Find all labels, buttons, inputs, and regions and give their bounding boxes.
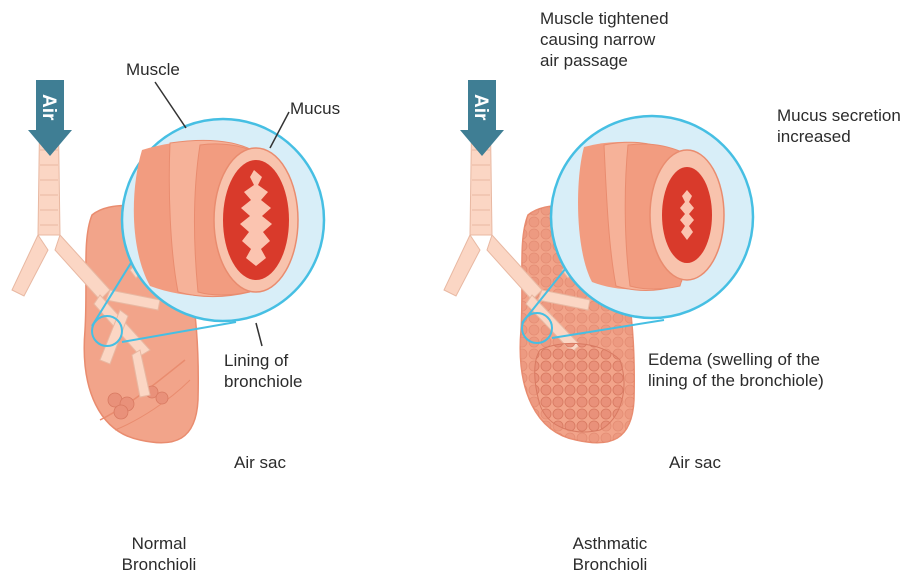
- asthmatic-magnifier: [551, 116, 753, 318]
- asthmatic-air-arrow: Air: [460, 80, 504, 156]
- svg-text:Air: Air: [38, 94, 59, 121]
- normal-mucus-label: Mucus: [290, 98, 340, 119]
- normal-muscle-label: Muscle: [126, 59, 180, 80]
- normal-air-arrow: Air: [28, 80, 72, 156]
- asthmatic-air-sac-label: Air sac: [669, 452, 721, 473]
- normal-air-sac-label: Air sac: [234, 452, 286, 473]
- normal-caption: Normal Bronchioli: [104, 533, 214, 575]
- normal-magnifier: [122, 119, 324, 321]
- asthmatic-bronchiole-cross-section: [578, 142, 724, 291]
- asthmatic-muscle-label: Muscle tightened causing narrow air pass…: [540, 8, 669, 71]
- asthmatic-caption: Asthmatic Bronchioli: [550, 533, 670, 575]
- normal-lining-label: Lining of bronchiole: [224, 350, 302, 392]
- svg-text:Air: Air: [470, 94, 491, 121]
- asthmatic-edema-label: Edema (swelling of the lining of the bro…: [648, 349, 824, 391]
- normal-bronchiole-cross-section: [134, 140, 298, 296]
- asthmatic-edema-cluster: [535, 343, 624, 431]
- asthmatic-mucus-label: Mucus secretion increased: [777, 105, 901, 147]
